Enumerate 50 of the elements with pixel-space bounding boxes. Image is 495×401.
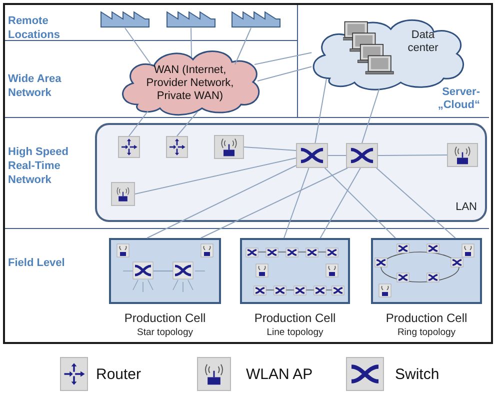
wireless-access-point-icon	[111, 182, 135, 206]
wireless-access-point-icon	[214, 135, 244, 159]
row-label: Wide Area Network	[8, 72, 62, 100]
cloud-label: Data center	[406, 29, 440, 56]
connector-line	[320, 168, 361, 238]
factory-icon	[100, 10, 150, 28]
row-label: High Speed Real-Time Network	[8, 145, 70, 187]
factory-icon	[166, 10, 216, 28]
connector-line	[376, 168, 456, 238]
production-cell-box	[371, 238, 482, 304]
router-icon	[166, 136, 188, 158]
topology-caption: Ring topology	[396, 327, 457, 338]
topology-caption: Line topology	[266, 327, 324, 338]
lan-box	[95, 123, 487, 222]
connector-line	[378, 154, 448, 156]
connector-line	[234, 28, 252, 65]
cell-caption: Production Cell	[253, 311, 337, 325]
cell-caption: Production Cell	[384, 311, 468, 325]
switch-icon	[296, 143, 328, 168]
connector-line	[328, 155, 346, 156]
factory-icon	[231, 10, 281, 28]
wireless-access-point-icon	[447, 143, 478, 167]
switch-icon	[346, 143, 378, 168]
row-label: Remote Locations	[8, 14, 61, 42]
connector-line	[284, 168, 310, 238]
legend-label: Switch	[395, 366, 440, 383]
connector-line	[362, 88, 380, 144]
production-cell-box	[109, 238, 221, 304]
connector-line	[314, 78, 327, 144]
lan-label: LAN	[454, 201, 477, 214]
router-icon	[118, 136, 140, 158]
connector-line	[128, 110, 148, 136]
cell-caption: Production Cell	[123, 311, 207, 325]
connector-line	[257, 66, 312, 82]
connector-line	[176, 111, 198, 136]
connector-line	[244, 146, 296, 151]
cloud-label: WAN (Internet, Provider Network, Private WAN)	[145, 64, 235, 104]
legend-label: Router	[96, 366, 142, 383]
connector-line	[324, 168, 396, 238]
legend-label: WLAN AP	[246, 366, 313, 383]
row-label: Field Level	[8, 256, 66, 270]
connector-line	[190, 28, 192, 58]
connector-line	[146, 165, 296, 238]
connector-line	[254, 52, 312, 65]
connector-line	[200, 168, 348, 238]
connector-line	[124, 28, 152, 65]
connector-line	[134, 158, 296, 194]
cloud-caption: Server- „Cloud“	[436, 86, 480, 112]
production-cell-box	[240, 238, 350, 304]
topology-caption: Star topology	[136, 327, 194, 338]
